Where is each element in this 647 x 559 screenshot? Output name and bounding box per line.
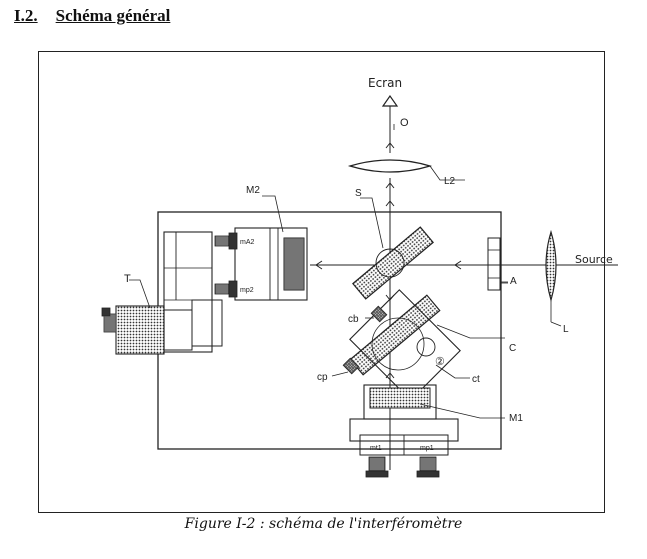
- lens-l2: [347, 159, 433, 173]
- label-o: O: [400, 117, 409, 129]
- knob-mp1: [416, 456, 440, 478]
- compensator-plate-c: [349, 294, 441, 376]
- label-m2: M2: [246, 185, 260, 196]
- label-t: T: [124, 273, 131, 285]
- base-plate: [157, 211, 502, 450]
- figure-caption: Figure I-2 : schéma de l'interféromètre: [184, 516, 463, 532]
- label-mt1: mt1: [370, 445, 382, 452]
- mirror-m1: [369, 387, 431, 409]
- arrow-up-3: [385, 200, 395, 207]
- lens-l: [545, 229, 557, 303]
- label-c: C: [509, 343, 516, 354]
- arrow-left-2: [454, 260, 462, 270]
- translation-stage: [163, 231, 213, 353]
- label-circled-2: ②: [435, 356, 445, 368]
- compensator-holder: [349, 289, 461, 401]
- label-mp2: mp2: [240, 287, 254, 294]
- label-cb: cb: [348, 314, 359, 325]
- screw-cp: [342, 357, 360, 375]
- section-number: I.2.: [14, 6, 38, 25]
- knob-mt1: [365, 456, 389, 478]
- mirror-m2-holder: [234, 227, 308, 301]
- section-title: Schéma général: [55, 6, 171, 25]
- label-s: S: [355, 188, 362, 199]
- arrow-up-1: [385, 142, 395, 149]
- label-ma2: mA2: [240, 239, 255, 246]
- arrow-up-2: [385, 182, 395, 189]
- label-ecran: Ecran: [368, 76, 402, 90]
- arrow-left-1: [315, 260, 323, 270]
- micrometer-t: [101, 305, 193, 355]
- section-heading: I.2. Schéma général: [14, 6, 170, 26]
- mirror-m2: [283, 237, 305, 291]
- label-source: Source: [575, 253, 613, 266]
- figure-frame: [38, 51, 605, 513]
- label-l2: L2: [444, 176, 456, 187]
- aperture-a: [487, 237, 501, 291]
- label-a: A: [510, 276, 517, 287]
- label-cp: cp: [317, 372, 328, 383]
- label-ct: ct: [472, 374, 480, 385]
- label-mp1: mp1: [420, 445, 434, 452]
- label-m1: M1: [509, 413, 523, 424]
- knob-ma2: [214, 232, 238, 250]
- separator-plate-s: [352, 226, 434, 300]
- screw-cb: [370, 305, 388, 323]
- screen-marker: [381, 94, 399, 107]
- knob-mp2: [214, 280, 238, 298]
- label-l: L: [563, 324, 569, 335]
